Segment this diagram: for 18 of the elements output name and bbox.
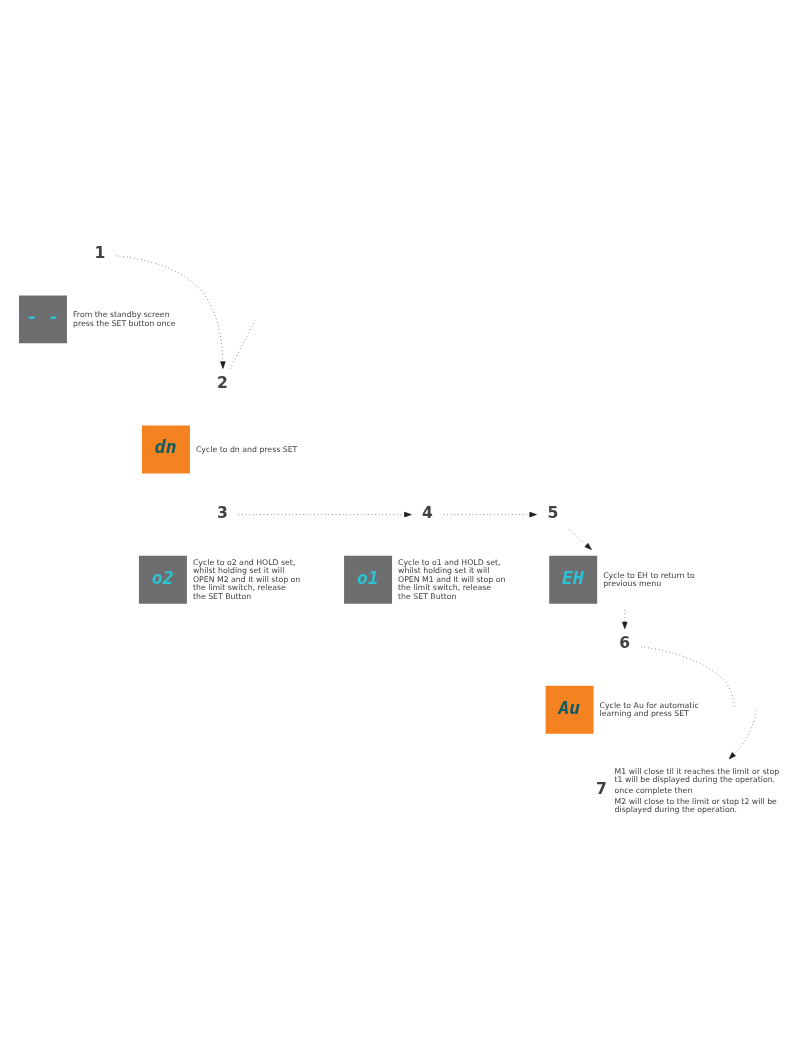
node-box: Au <box>545 685 594 734</box>
node-text: 2 <box>216 373 228 392</box>
node-box: o1 <box>344 555 393 604</box>
node-text: 4 <box>422 504 433 523</box>
arrow <box>238 511 412 518</box>
arrow <box>728 710 758 760</box>
node-box: EH <box>549 555 598 604</box>
node-box: o2 <box>138 555 187 604</box>
node-text: 3 <box>216 504 228 523</box>
arrow <box>443 511 537 518</box>
node-box: - - <box>19 295 67 344</box>
node-text: 5 <box>547 504 559 523</box>
arrow <box>568 529 592 550</box>
arrow <box>115 255 226 369</box>
node-text: 1 <box>94 243 106 262</box>
node-text: 6 <box>619 634 631 653</box>
node-text: 7 <box>595 779 607 798</box>
node-box: dn <box>141 425 190 474</box>
